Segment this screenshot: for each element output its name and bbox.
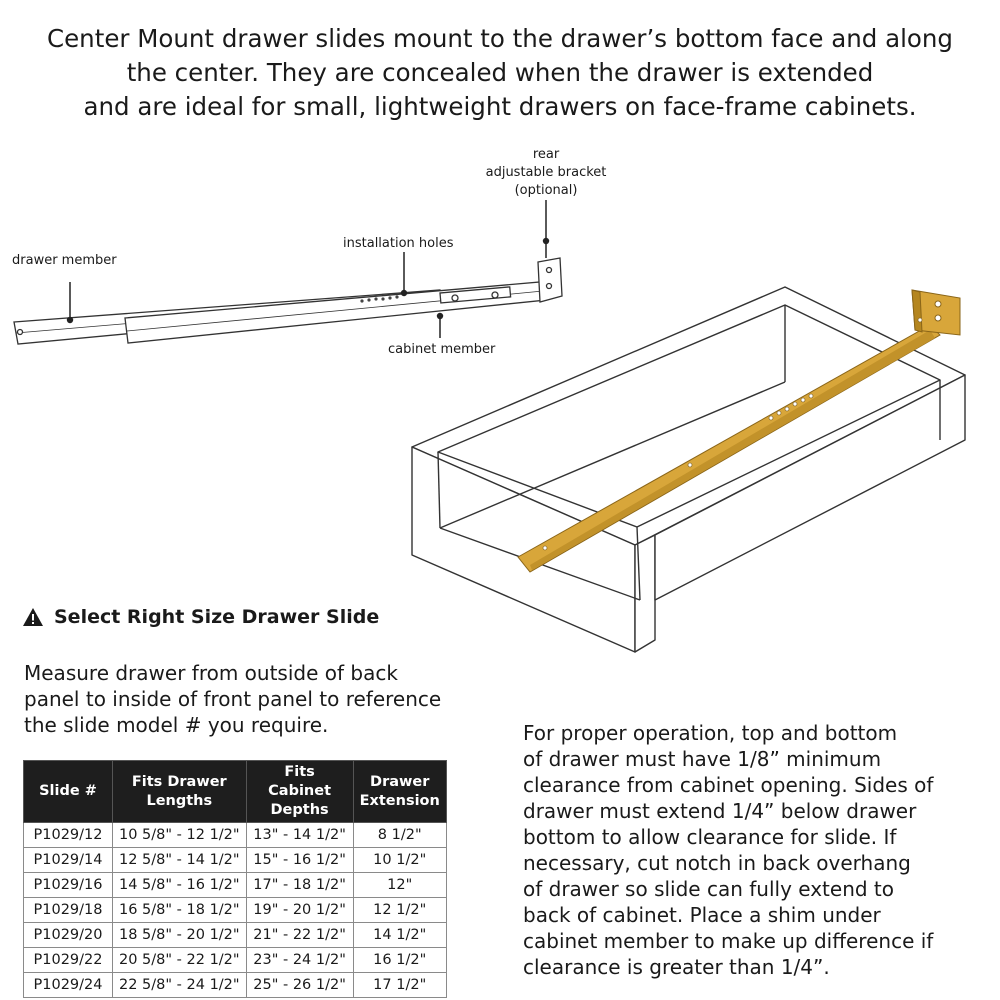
roller-wheel — [451, 294, 459, 302]
measure-instructions: Measure drawer from outside of back pane… — [24, 660, 464, 738]
rear-bracket-callout: rear adjustable bracket (optional) — [478, 146, 614, 200]
cell-slide: P1029/22 — [23, 947, 113, 973]
clearance-line-8: back of cabinet. Place a shim under — [523, 903, 881, 927]
warning-triangle-icon — [23, 608, 43, 626]
cell-cabinet-depth: 21" - 22 1/2" — [245, 922, 354, 948]
cell-drawer-length: 22 5/8" - 24 1/2" — [112, 972, 247, 998]
clearance-line-2: of drawer must have 1/8” minimum — [523, 747, 882, 771]
cell-slide: P1029/14 — [23, 847, 113, 873]
rear-bracket-label-line-3: (optional) — [514, 183, 578, 198]
cell-cabinet-depth: 17" - 18 1/2" — [245, 872, 354, 898]
measure-line-1: Measure drawer from outside of back — [24, 661, 398, 685]
cell-slide: P1029/12 — [23, 822, 113, 848]
table-row: P1029/20 18 5/8" - 20 1/2" 21" - 22 1/2"… — [23, 922, 447, 948]
cell-drawer-length: 16 5/8" - 18 1/2" — [112, 897, 247, 923]
cell-extension: 12 1/2" — [352, 897, 447, 923]
cell-cabinet-depth: 15" - 16 1/2" — [245, 847, 354, 873]
section-title-text: Select Right Size Drawer Slide — [54, 606, 380, 628]
header-slide-number: Slide # — [23, 760, 113, 823]
installation-holes-label: installation holes — [343, 236, 454, 251]
cell-cabinet-depth: 25" - 26 1/2" — [245, 972, 354, 998]
cell-extension: 14 1/2" — [352, 922, 447, 948]
cell-drawer-length: 18 5/8" - 20 1/2" — [112, 922, 247, 948]
roller-wheel — [491, 291, 499, 299]
cell-slide: P1029/18 — [23, 897, 113, 923]
cell-extension: 12" — [352, 872, 447, 898]
cell-drawer-length: 10 5/8" - 12 1/2" — [112, 822, 247, 848]
section-title: Select Right Size Drawer Slide — [22, 606, 379, 628]
cell-cabinet-depth: 19" - 20 1/2" — [245, 897, 354, 923]
table-row: P1029/16 14 5/8" - 16 1/2" 17" - 18 1/2"… — [23, 872, 447, 898]
clearance-instructions: For proper operation, top and bottom of … — [523, 720, 993, 980]
cell-slide: P1029/24 — [23, 972, 113, 998]
table-row: P1029/24 22 5/8" - 24 1/2" 25" - 26 1/2"… — [23, 972, 447, 998]
cell-extension: 16 1/2" — [352, 947, 447, 973]
table-row: P1029/18 16 5/8" - 18 1/2" 19" - 20 1/2"… — [23, 897, 447, 923]
headline: Center Mount drawer slides mount to the … — [20, 22, 980, 124]
clearance-line-6: necessary, cut notch in back overhang — [523, 851, 911, 875]
cell-extension: 8 1/2" — [352, 822, 447, 848]
rail-end-hole — [16, 328, 24, 336]
table-row: P1029/22 20 5/8" - 22 1/2" 23" - 24 1/2"… — [23, 947, 447, 973]
cell-drawer-length: 14 5/8" - 16 1/2" — [112, 872, 247, 898]
cabinet-member-label: cabinet member — [388, 342, 496, 357]
measure-line-3: the slide model # you require. — [24, 713, 329, 737]
clearance-line-4: drawer must extend 1/4” below drawer — [523, 799, 917, 823]
slide-holes — [542, 317, 923, 551]
headline-line-2: the center. They are concealed when the … — [126, 58, 874, 87]
cell-cabinet-depth: 13" - 14 1/2" — [245, 822, 354, 848]
cell-drawer-length: 20 5/8" - 22 1/2" — [112, 947, 247, 973]
table-row: P1029/12 10 5/8" - 12 1/2" 13" - 14 1/2"… — [23, 822, 447, 848]
clearance-line-7: of drawer so slide can fully extend to — [523, 877, 895, 901]
rear-bracket-label-line-2: adjustable bracket — [485, 165, 607, 180]
clearance-line-10: clearance is greater than 1/4”. — [523, 955, 830, 979]
gold-slide-installed — [517, 289, 961, 573]
cell-slide: P1029/20 — [23, 922, 113, 948]
drawer-member-label: drawer member — [12, 253, 117, 268]
cell-drawer-length: 12 5/8" - 14 1/2" — [112, 847, 247, 873]
headline-line-1: Center Mount drawer slides mount to the … — [47, 24, 953, 53]
table-row: P1029/14 12 5/8" - 14 1/2" 15" - 16 1/2"… — [23, 847, 447, 873]
clearance-line-5: bottom to allow clearance for slide. If — [523, 825, 897, 849]
rear-bracket — [537, 257, 563, 303]
clearance-line-9: cabinet member to make up difference if — [523, 929, 934, 953]
clearance-line-3: clearance from cabinet opening. Sides of — [523, 773, 934, 797]
headline-line-3: and are ideal for small, lightweight dra… — [83, 92, 917, 121]
cell-slide: P1029/16 — [23, 872, 113, 898]
installation-holes — [360, 295, 399, 303]
measure-line-2: panel to inside of front panel to refere… — [24, 687, 442, 711]
clearance-line-1: For proper operation, top and bottom — [523, 721, 898, 745]
rear-bracket-label-line-1: rear — [532, 147, 560, 162]
slide-exploded-illustration — [13, 200, 563, 345]
cell-extension: 10 1/2" — [352, 847, 447, 873]
drawer-box-illustration — [411, 286, 966, 653]
cell-extension: 17 1/2" — [352, 972, 447, 998]
cell-cabinet-depth: 23" - 24 1/2" — [245, 947, 354, 973]
